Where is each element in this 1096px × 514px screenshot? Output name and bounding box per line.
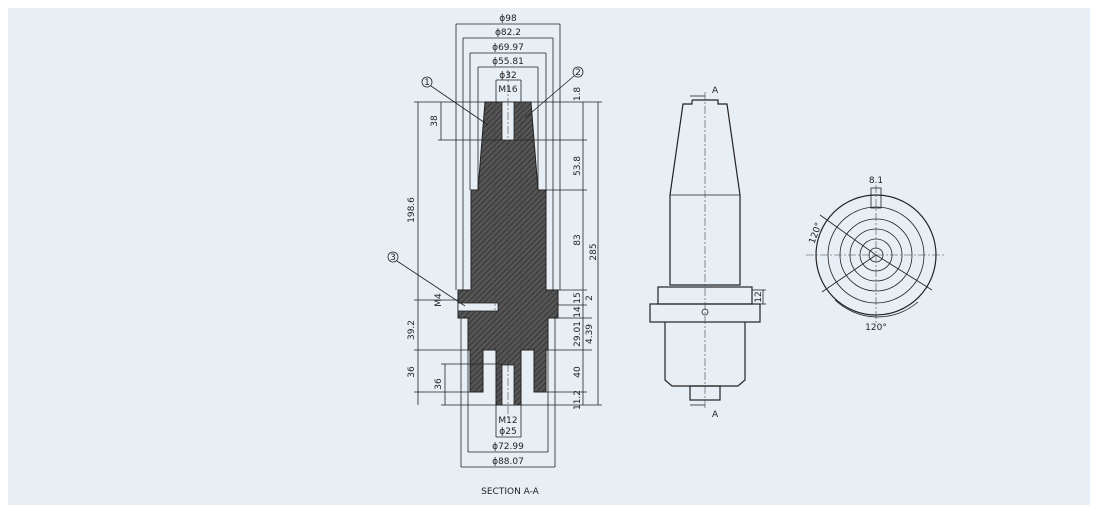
dim-2: 2 (585, 295, 595, 301)
dim-285: 285 (589, 243, 599, 260)
dim-phi72: ϕ72.99 (492, 442, 524, 452)
dim-83: 83 (573, 234, 583, 245)
dim-36-inner: 36 (434, 378, 444, 390)
dim-phi32: ϕ32 (499, 71, 516, 81)
thread-m16: M16 (498, 85, 517, 95)
dim-phi88: ϕ88.07 (492, 457, 524, 467)
dim-4-39: 4.39 (585, 324, 595, 344)
dim-14: 14 (573, 306, 583, 318)
dim-phi25: ϕ25 (499, 427, 516, 437)
dim-53-8: 53.8 (573, 156, 583, 176)
thread-m4: M4 (434, 293, 444, 307)
section-title: SECTION A-A (481, 487, 540, 497)
dim-phi69: ϕ69.97 (492, 43, 524, 53)
callout-2: 2 (575, 68, 581, 78)
callout-1: 1 (424, 78, 430, 88)
cut-label-bottom: A (712, 410, 719, 420)
dim-29-01: 29.01 (573, 321, 583, 347)
dim-phi82: ϕ82.2 (495, 28, 521, 38)
side-view: A A 12 (649, 86, 766, 420)
dim-38: 38 (430, 115, 440, 127)
section-view: ϕ98 ϕ82.2 ϕ69.97 ϕ55.81 ϕ32 M16 1 2 3 38… (387, 14, 602, 497)
angle-bottom: 120° (865, 323, 887, 333)
dim-11-2: 11.2 (573, 390, 583, 410)
drawing-panel (8, 8, 1090, 505)
dim-8-1: 8.1 (869, 176, 883, 186)
dim-1-8: 1.8 (573, 87, 583, 102)
callout-3: 3 (390, 253, 396, 263)
dim-12: 12 (754, 291, 764, 302)
cut-label-top: A (712, 86, 719, 96)
dim-15: 15 (573, 292, 583, 303)
angle-left: 120° (808, 221, 825, 245)
dim-36-outer: 36 (407, 366, 417, 378)
dim-phi98: ϕ98 (499, 14, 517, 24)
end-view: 8.1 120° 120° (806, 176, 946, 333)
dim-39-2: 39.2 (407, 320, 417, 340)
thread-m12: M12 (498, 416, 517, 426)
dim-phi55: ϕ55.81 (492, 57, 524, 67)
dim-40: 40 (573, 366, 583, 378)
dim-198-6: 198.6 (407, 197, 417, 223)
